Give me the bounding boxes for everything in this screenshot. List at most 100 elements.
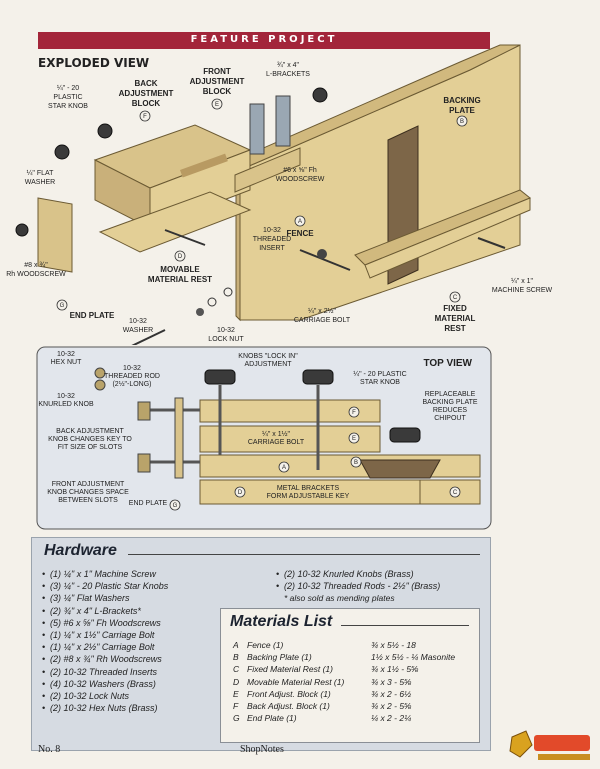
label-washer-2: WASHER bbox=[123, 327, 153, 334]
tv-knurled-knob-detail bbox=[94, 379, 106, 391]
label-fh-screw-1: #6 x ⅝" Fh bbox=[283, 167, 317, 174]
label-machine-screw-1: ¼" x 1" bbox=[511, 278, 534, 285]
svg-text:C: C bbox=[453, 295, 458, 301]
label-threaded-insert-3: INSERT bbox=[259, 245, 285, 252]
page-number: No. 8 bbox=[38, 744, 61, 755]
label-movable-2: MATERIAL REST bbox=[148, 275, 212, 284]
exploded-view-title: EXPLODED VIEW bbox=[38, 56, 150, 70]
label-backing-1: BACKING bbox=[443, 96, 480, 105]
label-rh-screw-2: Rh WOODSCREW bbox=[6, 271, 66, 278]
tv-label-replace-4: CHIPOUT bbox=[434, 415, 466, 422]
hardware-item: •(3) ¼" Flat Washers bbox=[42, 593, 130, 604]
label-rh-screw-1: #8 x ¾" bbox=[24, 262, 48, 269]
tv-label-replace-2: BACKING PLATE bbox=[422, 399, 477, 406]
star-knob bbox=[15, 223, 29, 237]
label-lbrackets-1: ¾" x 4" bbox=[277, 62, 300, 69]
svg-text:A: A bbox=[298, 219, 302, 225]
hardware-item: •(2) 10-32 Threaded Inserts bbox=[42, 666, 158, 677]
svg-text:G: G bbox=[173, 503, 178, 509]
tv-star-knob bbox=[204, 369, 236, 385]
top-view-title: TOP VIEW bbox=[423, 358, 472, 369]
label-star-knob-3: STAR KNOB bbox=[48, 103, 88, 110]
hardware-note: * also sold as mending plates bbox=[284, 593, 395, 604]
label-lock-nut-1: 10-32 bbox=[217, 327, 235, 334]
label-flat-washer-1: ¼" FLAT bbox=[27, 170, 55, 177]
hardware-item: •(3) ¼" - 20 Plastic Star Knobs bbox=[42, 581, 169, 592]
svg-text:B: B bbox=[460, 119, 464, 125]
hardware-item: •(2) 10-32 Knurled Knobs (Brass) bbox=[276, 569, 414, 579]
tv-label-carriage-1: ¼" x 1½" bbox=[262, 430, 290, 438]
label-fence: FENCE bbox=[286, 229, 314, 238]
tv-label-replace-3: REDUCES bbox=[433, 407, 468, 414]
tv-fence bbox=[199, 454, 481, 478]
label-front-block-2: ADJUSTMENT bbox=[190, 77, 245, 86]
tv-label-rod-3: (2½"-LONG) bbox=[112, 380, 151, 388]
tv-label-rod-2: THREADED ROD bbox=[104, 373, 160, 380]
banner-text: FEATURE PROJECT bbox=[190, 34, 338, 45]
label-machine-screw-2: MACHINE SCREW bbox=[492, 287, 553, 294]
materials-rule bbox=[341, 625, 469, 626]
tv-label-knobs-1: KNOBS "LOCK IN" bbox=[238, 353, 298, 360]
tv-label-rod-1: 10-32 bbox=[123, 365, 141, 372]
watermark-logo bbox=[509, 730, 590, 760]
threaded-rod bbox=[131, 329, 166, 345]
label-threaded-insert-1: 10-32 bbox=[263, 227, 281, 234]
tv-label-front-adj-1: FRONT ADJUSTMENT bbox=[52, 481, 125, 488]
label-flat-washer-2: WASHER bbox=[25, 179, 55, 186]
label-washer-1: 10-32 bbox=[129, 318, 147, 325]
tv-hex-nut bbox=[94, 367, 106, 379]
label-front-block-1: FRONT bbox=[203, 67, 231, 76]
lock-nut bbox=[196, 308, 204, 316]
tv-label-knurled-1: 10-32 bbox=[57, 393, 75, 400]
label-backing-2: PLATE bbox=[449, 106, 475, 115]
threaded-insert bbox=[317, 249, 327, 259]
tv-knurled-knob bbox=[137, 401, 151, 421]
tv-end-plate bbox=[174, 397, 184, 479]
tv-knurled-knob bbox=[137, 453, 151, 473]
magazine-name: ShopNotes bbox=[240, 744, 284, 755]
hardware-item: •(1) ¼" x 1½" Carriage Bolt bbox=[42, 630, 155, 641]
carriage-bolt bbox=[164, 229, 206, 246]
svg-text:D: D bbox=[178, 254, 183, 260]
label-star-knob-2: PLASTIC bbox=[53, 94, 82, 101]
label-front-block-3: BLOCK bbox=[203, 87, 232, 96]
label-lock-nut-2: LOCK NUT bbox=[208, 336, 244, 343]
front-adjustment-block bbox=[234, 147, 301, 193]
tv-label-end-plate: END PLATE bbox=[129, 500, 168, 507]
svg-text:F: F bbox=[352, 410, 356, 416]
svg-text:E: E bbox=[352, 436, 356, 442]
materials-title: Materials List bbox=[230, 613, 333, 630]
top-view-drawing: TOP VIEW bbox=[36, 346, 492, 530]
hardware-list: •(1) ¼" x 1" Machine Screw •(3) ¼" - 20 … bbox=[42, 568, 168, 714]
hardware-list-2: •(2) 10-32 Knurled Knobs (Brass) •(2) 10… bbox=[276, 568, 440, 605]
hardware-title: Hardware bbox=[44, 542, 117, 559]
tv-label-front-adj-3: BETWEEN SLOTS bbox=[58, 497, 118, 504]
svg-text:G: G bbox=[60, 303, 65, 309]
label-threaded-insert-2: THREADED bbox=[253, 236, 292, 243]
hardware-item: •(1) ¼" x 1" Machine Screw bbox=[42, 569, 156, 579]
svg-text:C: C bbox=[453, 490, 458, 496]
hardware-item: •(2) #8 x ¾" Rh Woodscrews bbox=[42, 654, 162, 665]
label-fixed-2: MATERIAL bbox=[435, 314, 476, 323]
tv-label-back-adj-2: KNOB CHANGES KEY TO bbox=[48, 436, 132, 443]
label-fixed-1: FIXED bbox=[443, 304, 467, 313]
label-star-knob-1: ¼" - 20 bbox=[57, 85, 79, 92]
tv-label-hex-nut-1: 10-32 bbox=[57, 351, 75, 358]
washer bbox=[223, 287, 233, 297]
movable-material-rest bbox=[98, 191, 252, 253]
tv-label-back-adj-1: BACK ADJUSTMENT bbox=[56, 428, 124, 435]
label-fixed-3: REST bbox=[444, 324, 465, 333]
hardware-item: •(4) 10-32 Washers (Brass) bbox=[42, 678, 156, 689]
end-plate bbox=[37, 197, 73, 273]
label-fh-screw-2: WOODSCREW bbox=[276, 176, 325, 183]
tv-star-knob bbox=[389, 427, 421, 443]
label-carriage-1: ¼" x 2½" bbox=[308, 307, 336, 315]
hardware-item: •(2) ¾" x 4" L-Brackets* bbox=[42, 605, 141, 616]
tv-label-metal-2: FORM ADJUSTABLE KEY bbox=[267, 493, 350, 500]
